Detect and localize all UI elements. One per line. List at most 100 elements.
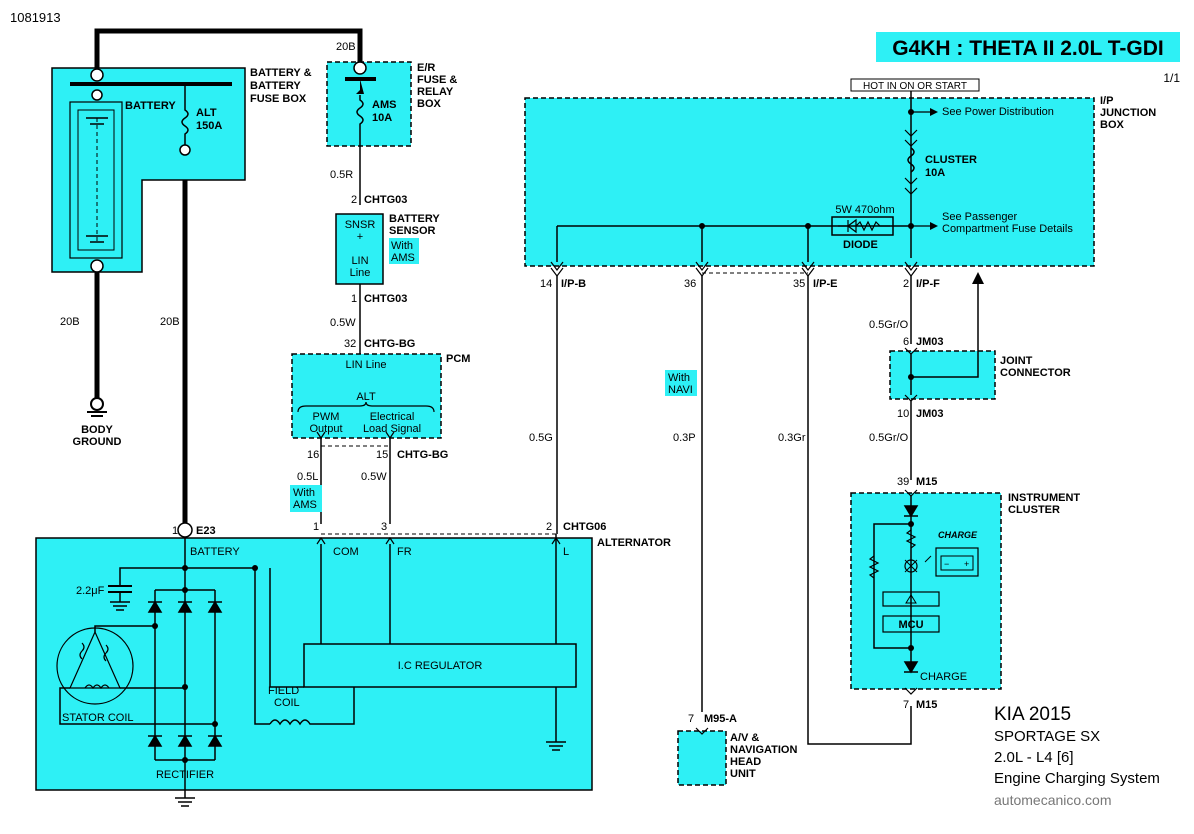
connector-ip-f: I/P-F bbox=[916, 278, 940, 290]
joint-connector bbox=[889, 350, 996, 400]
mcu-label: MCU bbox=[898, 619, 923, 631]
wire-05gro-2-label: 0.5Gr/O bbox=[869, 432, 909, 444]
wire-05gro-1-label: 0.5Gr/O bbox=[869, 319, 909, 331]
av-navigation-head-unit bbox=[677, 730, 727, 786]
wire-03gr-label: 0.3Gr bbox=[778, 432, 806, 444]
svg-text:10: 10 bbox=[897, 408, 909, 420]
cluster-fuse-icon bbox=[907, 147, 915, 173]
svg-text:7: 7 bbox=[688, 713, 694, 725]
battery-fuse-box-label: BATTERY & bbox=[250, 67, 312, 79]
wire-03gr bbox=[807, 276, 912, 745]
battery-warning-icon bbox=[935, 547, 979, 577]
svg-text:+: + bbox=[964, 559, 969, 569]
svg-text:3: 3 bbox=[381, 521, 387, 533]
com-terminal: COM bbox=[333, 546, 359, 558]
battery-sensor bbox=[335, 213, 384, 285]
ic-regulator bbox=[303, 643, 577, 688]
pcm-module bbox=[291, 353, 442, 439]
svg-text:14: 14 bbox=[540, 278, 552, 290]
svg-text:−: − bbox=[944, 559, 949, 569]
power-distribution-ref: See Power Distribution bbox=[942, 106, 1054, 118]
stator-coil-label: STATOR COIL bbox=[62, 712, 134, 724]
instrument-cluster bbox=[850, 492, 1002, 690]
alt-fuse-icon bbox=[181, 84, 189, 146]
rectifier-diodes bbox=[147, 600, 223, 747]
svg-text:6: 6 bbox=[903, 336, 909, 348]
er-fuse-relay-box bbox=[326, 61, 412, 147]
engine-title-badge bbox=[876, 32, 1180, 62]
battery-terminal-top bbox=[90, 68, 104, 82]
capacitor-label: 2.2μF bbox=[76, 585, 105, 597]
wire-05l-label: 0.5L bbox=[297, 471, 318, 483]
wire-20b-top bbox=[94, 28, 363, 75]
connector-ip-b: I/P-B bbox=[561, 278, 586, 290]
engine-title: G4KH : THETA II 2.0L T-GDI bbox=[892, 37, 1163, 60]
battery-fuse-box bbox=[51, 67, 246, 273]
pcm-lin-label: LIN Line bbox=[346, 359, 387, 371]
wire-05w-2-label: 0.5W bbox=[361, 471, 387, 483]
battery-cell bbox=[77, 109, 115, 251]
svg-text:1: 1 bbox=[351, 293, 357, 305]
connector-chtg03-a: CHTG03 bbox=[364, 194, 407, 206]
connector-chtgbg-a: CHTG-BG bbox=[364, 338, 415, 350]
ground-icon bbox=[90, 397, 104, 411]
svg-text:39: 39 bbox=[897, 476, 909, 488]
wire-20b-mid-label: 20B bbox=[160, 316, 180, 328]
ip-junction-box bbox=[524, 97, 1095, 267]
connector-chtg03-b: CHTG03 bbox=[364, 293, 407, 305]
wire-20b-top-label: 20B bbox=[336, 41, 356, 53]
system-name: Engine Charging System bbox=[994, 770, 1160, 787]
charge-lamp-icon bbox=[904, 559, 918, 573]
connector-jm03-a: JM03 bbox=[916, 336, 944, 348]
connector-m15-b: M15 bbox=[916, 699, 937, 711]
source-credit: automecanico.com bbox=[994, 792, 1112, 808]
wire-05w-label: 0.5W bbox=[330, 317, 356, 329]
connector-pin36: 36 bbox=[684, 278, 696, 290]
connector-jm03-b: JM03 bbox=[916, 408, 944, 420]
connector-chtg06: CHTG06 bbox=[563, 521, 606, 533]
alt-battery-label: BATTERY bbox=[190, 546, 240, 558]
battery-terminal-pos bbox=[91, 89, 103, 101]
svg-text:2: 2 bbox=[903, 278, 909, 290]
svg-text:35: 35 bbox=[793, 278, 805, 290]
vehicle-make: KIA 2015 bbox=[994, 704, 1071, 725]
svg-text:7: 7 bbox=[903, 699, 909, 711]
svg-text:15: 15 bbox=[376, 449, 388, 461]
connector-m95-a: M95-A bbox=[704, 713, 737, 725]
up-arrow-icon bbox=[972, 272, 984, 284]
hot-label: HOT IN ON OR START bbox=[863, 81, 967, 92]
diode-label: DIODE bbox=[843, 239, 878, 251]
vehicle-model: SPORTAGE SX bbox=[994, 728, 1100, 745]
connector-chtgbg-b: CHTG-BG bbox=[397, 449, 448, 461]
pcm-label: PCM bbox=[446, 353, 470, 365]
svg-text:2: 2 bbox=[351, 194, 357, 206]
hot-label-box bbox=[850, 78, 980, 92]
pcm-alt-label: ALT bbox=[356, 391, 376, 403]
svg-text:1: 1 bbox=[313, 521, 319, 533]
wire-03p-label: 0.3P bbox=[673, 432, 696, 444]
ams-fuse-icon bbox=[356, 95, 364, 205]
field-coil-icon bbox=[269, 687, 355, 726]
charge-label: CHARGE bbox=[920, 671, 967, 683]
ic-regulator-label: I.C REGULATOR bbox=[398, 660, 483, 672]
battery-label: BATTERY bbox=[125, 100, 176, 112]
wire-05g-label: 0.5G bbox=[529, 432, 553, 444]
charge-icon-label: CHARGE bbox=[938, 530, 978, 540]
